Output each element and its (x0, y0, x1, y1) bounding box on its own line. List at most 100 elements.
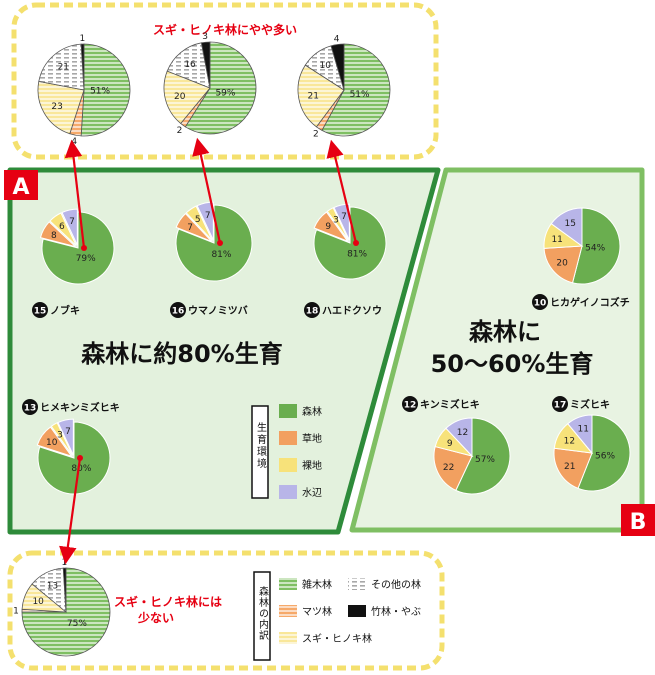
species-number: 12 (404, 401, 417, 411)
pie-slice (297, 64, 345, 128)
species-name: ヒメキンミズヒキ (40, 401, 120, 414)
pie-slice (571, 207, 621, 285)
pie-value-label: 16 (184, 60, 196, 70)
pie-value-label: 12 (564, 437, 575, 447)
species-name: ハエドクソウ (322, 305, 382, 317)
species-name: ノブキ (50, 304, 80, 317)
pie-value-label: 7 (341, 212, 347, 222)
species-number: 13 (24, 404, 37, 414)
pie-value-label: 15 (565, 219, 576, 229)
pie-value-label: 59% (215, 88, 235, 98)
legend-swatch (279, 578, 297, 590)
species-number: 17 (554, 401, 567, 411)
pie-slice (166, 42, 211, 89)
pie-slice (196, 201, 214, 241)
pie-slice (321, 43, 391, 137)
top-title: スギ・ヒノキ林にやや多い (153, 22, 297, 37)
pie-value-label: 10 (320, 61, 332, 71)
pie-slice (175, 212, 212, 242)
pie-value-label: 5 (195, 215, 201, 225)
species-number: 10 (534, 299, 547, 309)
pie-slice (330, 43, 345, 91)
legend-label: その他の林 (371, 578, 421, 591)
legend-swatch (279, 605, 297, 617)
pie-value-label: 9 (325, 222, 331, 232)
legend-item: 水辺 (279, 485, 322, 499)
legend-swatch (279, 458, 297, 472)
pie-slice (313, 206, 387, 280)
pie-slice (50, 422, 73, 456)
pie-value-label: 57% (475, 455, 495, 465)
link-arrow (192, 137, 222, 244)
legend-label: 裸地 (302, 459, 322, 472)
panel-b-label: B (630, 510, 647, 535)
pie-value-label: 7 (69, 217, 75, 227)
pie-slice (37, 421, 111, 495)
pie-value-label: 4 (334, 35, 340, 45)
legend-swatch (279, 404, 297, 418)
species-number: 18 (306, 307, 319, 317)
pie-value-label: 54% (585, 244, 605, 254)
pie-slice (313, 211, 350, 243)
forest-legend-title: 森林の内訳 (257, 585, 269, 641)
pie-value-label: 11 (551, 235, 562, 245)
pie-value-label: 21 (58, 63, 69, 73)
pie-slice (326, 207, 349, 241)
panel-a-tab (4, 170, 38, 200)
pie-slice (61, 208, 78, 246)
pie-slice (37, 80, 85, 135)
pie-value-label: 1 (13, 606, 19, 616)
pie-value-label: 10 (32, 597, 44, 607)
pie-value-label: 23 (51, 102, 62, 112)
pie-slice (333, 203, 350, 241)
pie-slice (200, 41, 211, 89)
pie-slice (38, 43, 85, 91)
legend-swatch (348, 605, 366, 617)
pie-value-label: 20 (174, 92, 186, 102)
species-number: 16 (172, 307, 185, 317)
pie-slice (163, 70, 211, 125)
pie-slice (41, 211, 115, 285)
legend-label: 森林 (302, 405, 322, 418)
species-name: ミズヒキ (570, 398, 610, 411)
pie-slice (39, 221, 76, 248)
forest-legend-title-box (253, 571, 271, 661)
legend-item: 裸地 (279, 458, 322, 472)
pie-value-label: 1 (79, 34, 85, 44)
pie-value-label: 56% (595, 451, 615, 461)
legend-item: その他の林 (348, 578, 421, 591)
panel-b-heading-1: 森林に (469, 318, 541, 346)
pie-value-label: 11 (578, 425, 589, 435)
species-name: ウマノミツバ (188, 305, 248, 317)
pie-value-label: 21 (564, 462, 575, 472)
legend-label: スギ・ヒノキ林 (302, 632, 372, 645)
legend-label: 水辺 (302, 487, 322, 499)
pie-value-label: 2 (177, 126, 183, 136)
pie-value-label: 10 (46, 438, 58, 448)
species-name: キンミズヒキ (420, 398, 480, 411)
legend-label: マツ林 (302, 605, 332, 618)
legend-item: 森林 (279, 404, 322, 418)
bottom-title-2: 少ない (137, 610, 174, 625)
pie-slice (57, 418, 74, 456)
pie-value-label: 81% (347, 249, 367, 259)
legend-item: 草地 (279, 431, 322, 445)
pie-value-label: 3 (333, 215, 339, 225)
panel-b-tab (621, 504, 655, 536)
pie-value-label: 7 (187, 223, 193, 233)
pie-value-label: 13 (47, 581, 58, 591)
link-arrow (59, 457, 82, 565)
